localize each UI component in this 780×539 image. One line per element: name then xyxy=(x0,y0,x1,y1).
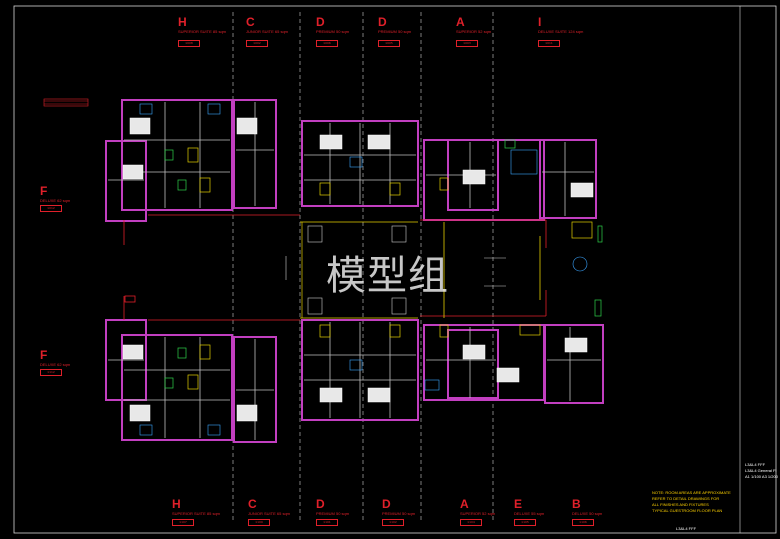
unit-name: SUPERIOR 52 sqm xyxy=(460,511,496,516)
unit-letter: D xyxy=(382,497,391,511)
unit-code-tag: 1012 xyxy=(40,205,62,212)
unit-letter: C xyxy=(246,15,255,29)
unit-letter: I xyxy=(538,15,542,29)
unit-code-tag: 1002 xyxy=(246,40,268,47)
unit-code-tag: 1008 xyxy=(178,40,200,47)
unit-letter: D xyxy=(316,497,325,511)
unit-label-bottom-d1: D PREMIUM 50 sqm xyxy=(316,497,349,516)
watermark-text: 模型组 xyxy=(326,253,449,299)
unit-label-side-f2: F DELUXE 62 sqm xyxy=(40,348,70,367)
unit-name: SUPERIOR SUITE 85 sqm xyxy=(172,511,221,516)
unit-name: DELUXE 50 sqm xyxy=(572,511,603,516)
unit-label-side-f1: F DELUXE 62 sqm xyxy=(40,184,70,203)
note-line: NOTE: ROOM AREAS ARE APPROXIMATE xyxy=(652,490,731,495)
unit-letter: H xyxy=(178,15,187,29)
unit-label-top-a: A SUPERIOR 52 sqm xyxy=(456,15,491,34)
unit-letter: D xyxy=(316,15,325,29)
unit-letter: E xyxy=(514,497,523,511)
unit-code-tag: 1011 xyxy=(538,40,560,47)
unit-letter: F xyxy=(40,184,48,198)
unit-name: PREMIUM 50 sqm xyxy=(378,29,412,34)
unit-label-top-d1: D PREMIUM 50 sqm xyxy=(316,15,349,34)
unit-label-top-d2: D PREMIUM 50 sqm xyxy=(378,15,411,34)
unit-letter: D xyxy=(378,15,387,29)
unit-label-bottom-c: C JUNIOR SUITE 65 sqm xyxy=(248,497,290,516)
unit-code-tag: 1112 xyxy=(40,369,62,376)
unit-letter: B xyxy=(572,497,581,511)
unit-label-bottom-h: H SUPERIOR SUITE 85 sqm xyxy=(172,497,220,516)
unit-letter: F xyxy=(40,348,48,362)
unit-label-bottom-b: B DELUXE 50 sqm xyxy=(572,497,602,516)
unit-name: SUPERIOR SUITE 85 sqm xyxy=(178,29,227,34)
unit-code-tag: 1105 xyxy=(514,519,536,526)
unit-name: DELUXE SUITE 124 sqm xyxy=(538,29,584,34)
unit-label-top-i: I DELUXE SUITE 124 sqm xyxy=(538,15,583,34)
note-line: REFER TO DETAIL DRAWINGS FOR xyxy=(652,496,720,501)
unit-code-tag: 1102 xyxy=(382,519,404,526)
unit-code-tag: 1005 xyxy=(378,40,400,47)
unit-label-bottom-a: A SUPERIOR 52 sqm xyxy=(460,497,495,516)
unit-name: JUNIOR SUITE 65 sqm xyxy=(246,29,289,34)
unit-label-top-c: C JUNIOR SUITE 65 sqm xyxy=(246,15,288,34)
title-line: A1 1/100 A3 1/200 xyxy=(745,474,778,479)
unit-name: JUNIOR SUITE 65 sqm xyxy=(248,511,291,516)
unit-letter: A xyxy=(456,15,465,29)
unit-name: DELUXE 62 sqm xyxy=(40,362,71,367)
unit-code-tag: 1006 xyxy=(316,40,338,47)
unit-label-bottom-e: E DELUXE 55 sqm xyxy=(514,497,544,516)
unit-code-tag: 1107 xyxy=(172,519,194,526)
title-line: L3&L4 FFF xyxy=(745,462,766,467)
unit-name: PREMIUM 50 sqm xyxy=(316,511,350,516)
unit-name: PREMIUM 50 sqm xyxy=(316,29,350,34)
unit-name: DELUXE 62 sqm xyxy=(40,198,71,203)
note-line: TYPICAL GUESTROOM FLOOR PLAN xyxy=(652,508,723,513)
unit-code-tag: 1106 xyxy=(572,519,594,526)
unit-letter: A xyxy=(460,497,469,511)
unit-code-tag: 1104 xyxy=(460,519,482,526)
note-line: ALL FINISHES AND FIXTURES xyxy=(652,502,709,507)
unit-code-tag: 1101 xyxy=(316,519,338,526)
title-line: L3&L4 General Fl xyxy=(745,468,777,473)
unit-name: DELUXE 55 sqm xyxy=(514,511,545,516)
title-block: L3&L4 FFF L3&L4 General Fl A1 1/100 A3 1… xyxy=(745,462,778,480)
unit-letter: C xyxy=(248,497,257,511)
unit-code-tag: 1003 xyxy=(456,40,478,47)
unit-label-top-h: H SUPERIOR SUITE 85 sqm xyxy=(178,15,226,34)
unit-name: PREMIUM 50 sqm xyxy=(382,511,416,516)
general-notes: NOTE: ROOM AREAS ARE APPROXIMATE REFER T… xyxy=(652,490,731,514)
unit-code-tag: 1109 xyxy=(248,519,270,526)
unit-name: SUPERIOR 52 sqm xyxy=(456,29,492,34)
unit-letter: H xyxy=(172,497,181,511)
unit-label-bottom-d2: D PREMIUM 50 sqm xyxy=(382,497,415,516)
sheet-footer-label: L3&L4 FFF xyxy=(676,526,697,531)
